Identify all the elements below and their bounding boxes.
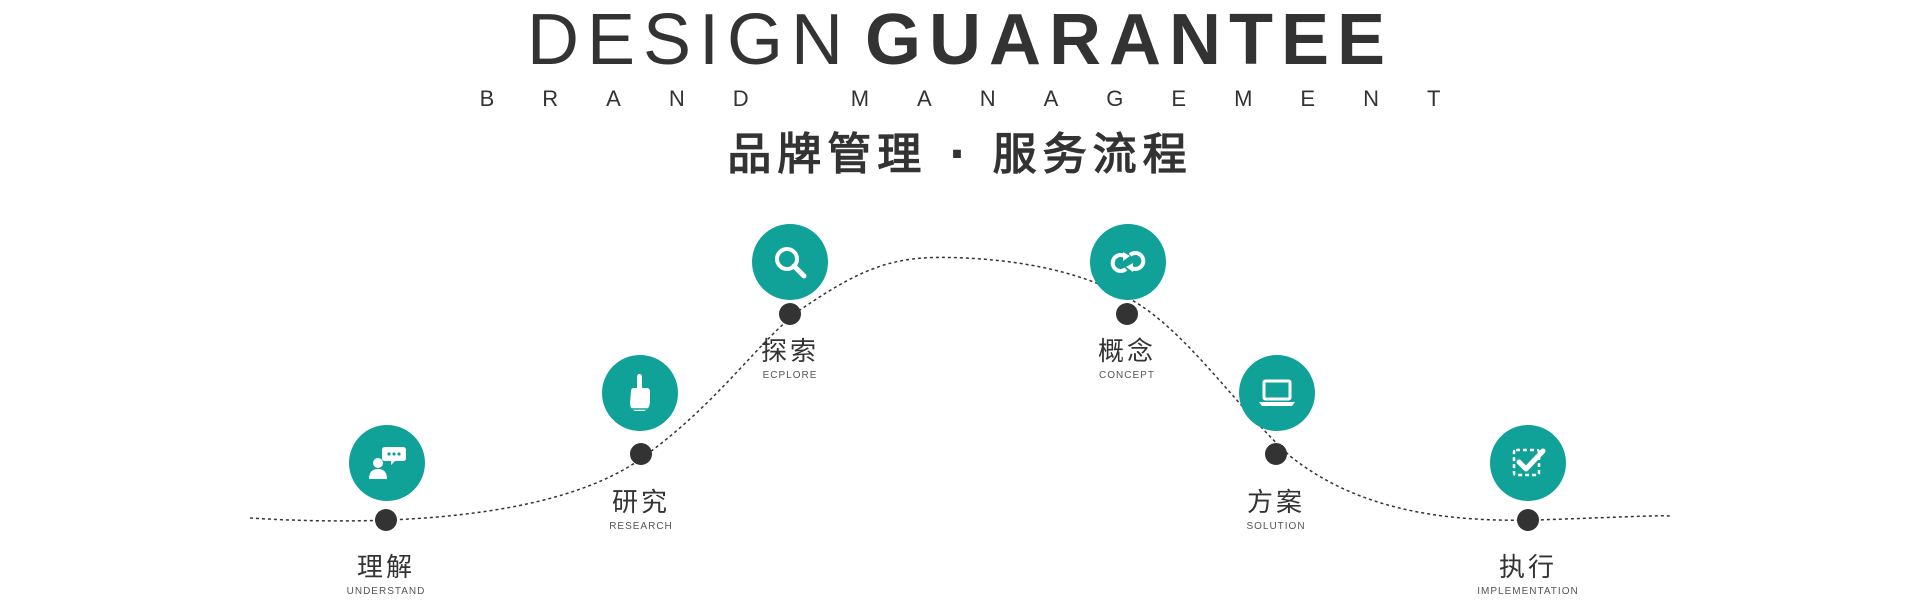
step-label-implementation: 执行 IMPLEMENTATION <box>1448 553 1608 599</box>
dashed-curve-line <box>249 256 1671 522</box>
step-label-explore: 探索 ECPLORE <box>710 337 870 383</box>
page-subtitle: BRAND MANAGEMENT <box>479 86 1489 111</box>
refresh-loop-icon <box>1110 251 1146 273</box>
magnifier-icon <box>775 247 807 279</box>
step-icon-concept <box>1090 224 1166 300</box>
step-node-research <box>630 443 652 465</box>
step-node-implementation <box>1517 509 1539 531</box>
step-en: CONCEPT <box>1099 370 1155 381</box>
step-label-research: 研究 RESEARCH <box>561 488 721 534</box>
step-icon-research <box>602 355 678 431</box>
step-icon-understand <box>349 425 425 501</box>
step-icon-implementation <box>1490 425 1566 501</box>
step-en: IMPLEMENTATION <box>1477 586 1579 597</box>
step-icon-solution <box>1239 355 1315 431</box>
laptop-icon <box>1259 379 1295 406</box>
step-node-solution <box>1265 443 1287 465</box>
step-en: ECPLORE <box>762 370 818 381</box>
chat-person-icon <box>369 447 406 479</box>
title-bold: GUARANTEE <box>865 0 1394 80</box>
step-cn: 概念 <box>1097 337 1156 367</box>
step-icon-explore <box>752 224 828 300</box>
title-light: DESIGN <box>526 0 852 80</box>
pointing-hand-icon <box>630 374 650 411</box>
step-cn: 探索 <box>760 337 819 367</box>
step-en: SOLUTION <box>1246 521 1306 532</box>
step-cn: 研究 <box>611 488 670 518</box>
step-label-understand: 理解 UNDERSTAND <box>306 553 466 599</box>
step-label-solution: 方案 SOLUTION <box>1196 488 1356 534</box>
step-cn: 执行 <box>1498 553 1557 583</box>
step-cn: 方案 <box>1246 488 1305 518</box>
checkbox-icon <box>1512 448 1546 477</box>
step-cn: 理解 <box>356 553 415 583</box>
step-node-explore <box>779 303 801 325</box>
step-node-concept <box>1116 303 1138 325</box>
step-en: RESEARCH <box>609 521 673 532</box>
step-en: UNDERSTAND <box>346 586 426 597</box>
step-label-concept: 概念 CONCEPT <box>1047 337 1207 383</box>
chinese-title: 品牌管理 · 服务流程 <box>727 129 1193 180</box>
step-node-understand <box>375 509 397 531</box>
